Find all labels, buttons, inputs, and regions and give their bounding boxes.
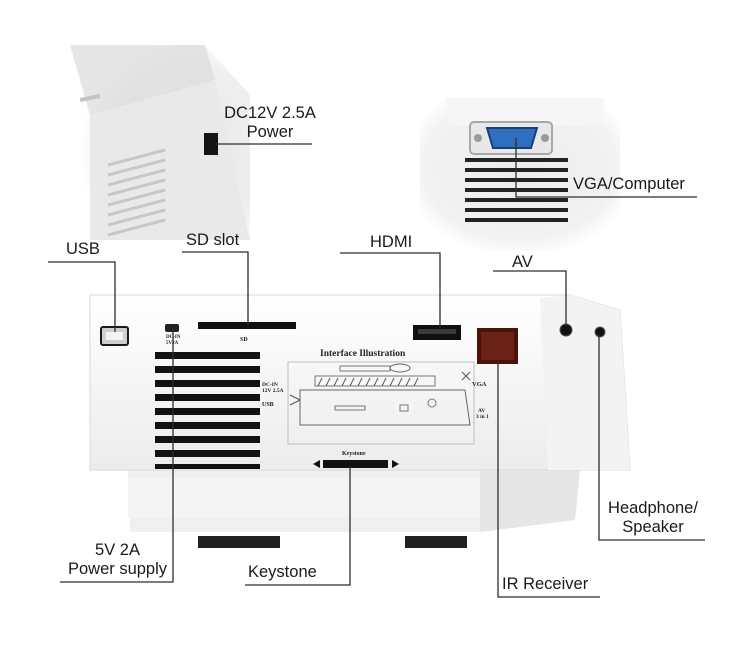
label-usb: USB — [66, 240, 100, 258]
callout-usb — [48, 261, 116, 332]
panel-av-3in1: 3 in 1 — [476, 414, 489, 420]
label-keystone: Keystone — [248, 563, 317, 581]
headphone-port — [594, 326, 606, 338]
label-headphone-line2: Speaker — [622, 518, 684, 536]
label-av: AV — [512, 253, 533, 271]
callout-vga — [515, 138, 697, 198]
inset-vga-side — [420, 98, 620, 250]
label-headphone-line1: Headphone/ — [608, 499, 698, 517]
port-mark-dc: DC-IN — [166, 335, 181, 340]
label-power-supply-line1: 5V 2A — [95, 541, 140, 559]
label-sd-slot: SD slot — [186, 231, 240, 249]
label-hdmi: HDMI — [370, 233, 413, 251]
panel-dc-in-spec: 12V 2.5A — [262, 388, 284, 394]
projector-body — [89, 294, 631, 548]
panel-vent-marks — [317, 377, 419, 387]
foot-right — [405, 536, 467, 548]
panel-title: Interface Illustration — [320, 349, 406, 359]
label-dc-power-line1: DC12V 2.5A — [224, 104, 316, 122]
inset-vent-slats — [107, 148, 166, 237]
port-mark-5v: 5V2A — [166, 341, 179, 346]
label-dc-power-line2: Power — [246, 123, 294, 141]
keystone-bar — [323, 460, 388, 468]
dc-in-port — [165, 324, 179, 332]
panel-vga: VGA — [472, 381, 487, 388]
panel-av: AV — [478, 408, 485, 414]
panel-sd: SD — [240, 337, 248, 343]
label-headphone: Headphone/ Speaker — [595, 499, 711, 537]
panel-usb: USB — [262, 402, 274, 408]
label-power-supply-line2: Power supply — [67, 560, 168, 578]
label-power-supply: 5V 2A Power supply — [55, 541, 180, 579]
panel-keystone: Keystone — [342, 451, 366, 457]
callout-headphone — [598, 335, 705, 541]
vga-port — [485, 127, 539, 149]
callout-ir — [497, 360, 600, 598]
callout-hdmi — [340, 252, 441, 330]
callout-keystone — [245, 466, 351, 586]
foot-left — [198, 536, 280, 548]
callout-sd — [182, 251, 249, 325]
dc-power-jack — [204, 133, 218, 155]
inset-power-side — [70, 45, 250, 240]
label-ir-receiver: IR Receiver — [502, 575, 589, 593]
sd-slot — [198, 322, 296, 329]
label-vga: VGA/Computer — [573, 175, 685, 193]
callout-lines — [48, 138, 705, 598]
main-vent-slats — [155, 352, 260, 469]
callout-av — [493, 270, 567, 326]
label-dc-power: DC12V 2.5A Power — [210, 104, 330, 142]
panel-dc-in: DC-IN — [262, 382, 278, 388]
callout-power-supply — [60, 327, 174, 583]
interface-illustration — [287, 361, 475, 445]
